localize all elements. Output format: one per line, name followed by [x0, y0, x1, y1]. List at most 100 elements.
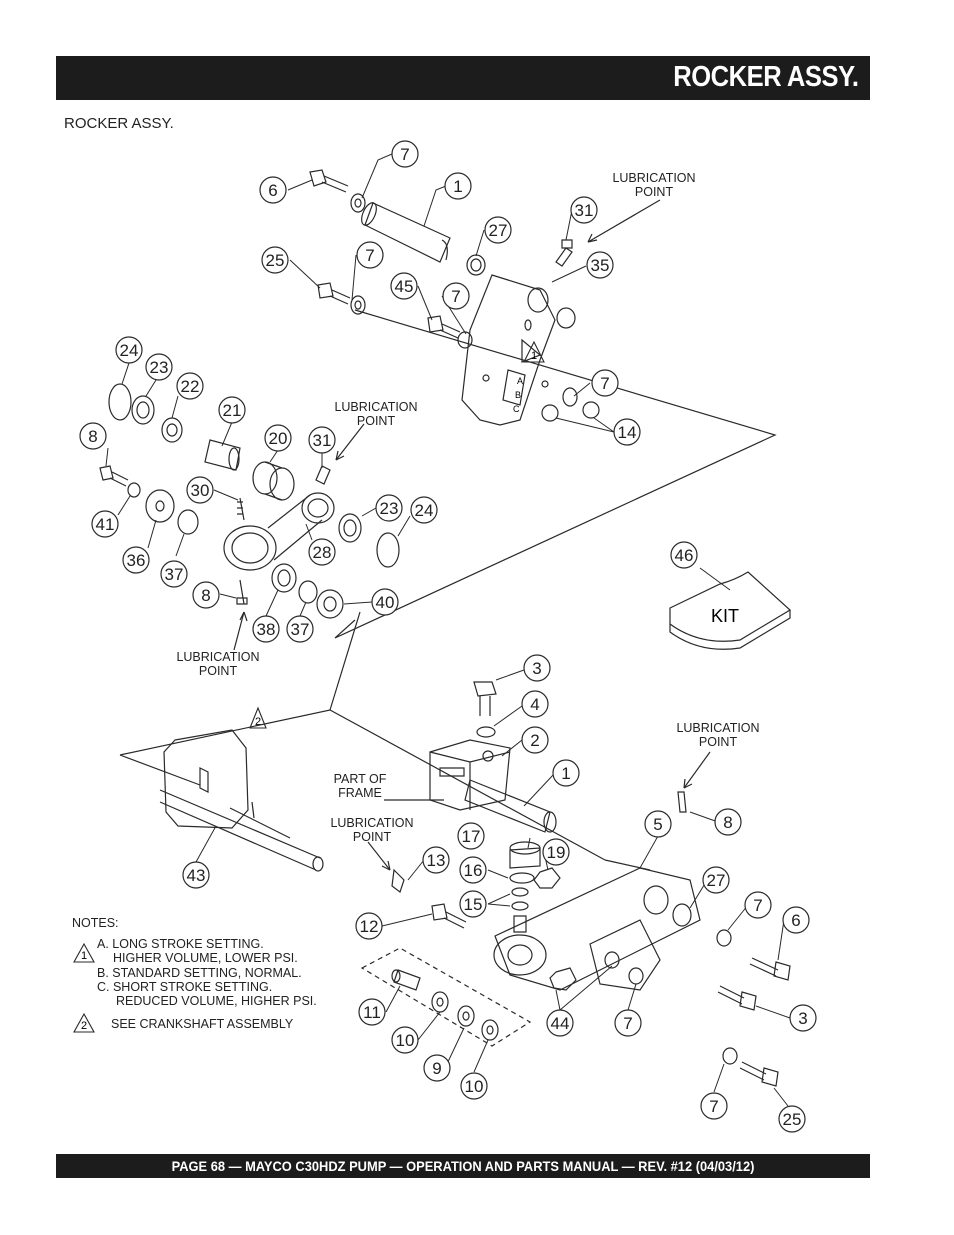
callout-number: 20: [269, 429, 288, 448]
washer-7d: [716, 929, 732, 947]
kit-46: [669, 571, 792, 650]
slot-letter-b: B: [515, 390, 521, 400]
callout-circle: [552, 759, 580, 787]
arrow-head: [683, 778, 693, 789]
callout-circle: [591, 369, 619, 397]
callout-circle: [644, 810, 672, 838]
kit-label: KIT: [711, 606, 739, 626]
callout-circle: [459, 856, 487, 884]
callout-7: 7: [700, 1092, 728, 1120]
fitting-30: [237, 497, 245, 521]
callout-number: 24: [120, 341, 139, 360]
callout-circle: [259, 176, 287, 204]
callout-number: 45: [395, 277, 414, 296]
callout-circle: [286, 615, 314, 643]
callout-number: 1: [453, 177, 462, 196]
callout-circle: [91, 510, 119, 538]
callout-circle: [355, 912, 383, 940]
callout-22: 22: [176, 372, 204, 400]
arrow-head: [239, 611, 248, 622]
callout-12: 12: [355, 912, 383, 940]
callout-circle: [521, 690, 549, 718]
fitting-13: [391, 868, 405, 893]
callout-number: 31: [313, 431, 332, 450]
callout-circle: [261, 246, 289, 274]
callout-number: 9: [432, 1059, 441, 1078]
arrow-head: [587, 233, 598, 243]
fitting-8b: [236, 579, 248, 605]
callout-21: 21: [218, 396, 246, 424]
callout-16: 16: [459, 856, 487, 884]
bushing-20: [252, 461, 295, 501]
callout-number: 40: [376, 593, 395, 612]
note-line-c2: REDUCED VOLUME, HIGHER PSI.: [116, 994, 317, 1008]
callout-43: 43: [182, 861, 210, 889]
callout-number: 37: [291, 620, 310, 639]
lubrication-label-4a: LUBRICATION: [676, 721, 759, 735]
callout-number: 23: [380, 499, 399, 518]
bolt-6: [309, 169, 349, 193]
guide-line: [119, 709, 606, 861]
callout-circle: [264, 424, 292, 452]
callout-number: 7: [623, 1014, 632, 1033]
callout-circle: [484, 216, 512, 244]
lubrication-label-4b: POINT: [699, 735, 738, 749]
callout-4: 4: [521, 690, 549, 718]
grease-fitting-31: [555, 239, 573, 267]
spacer-post: [513, 915, 527, 933]
callout-13: 13: [422, 846, 450, 874]
footer-bar: PAGE 68 — MAYCO C30HDZ PUMP — OPERATION …: [56, 1154, 870, 1178]
washer-16: [509, 872, 535, 884]
washer-10: [431, 991, 449, 1013]
bolt-12: [431, 903, 467, 929]
callout-30: 30: [186, 476, 214, 504]
callout-circle: [308, 426, 336, 454]
part-of-frame-label-a: PART OF: [334, 772, 387, 786]
callout-circle: [789, 1004, 817, 1032]
cap-40: [316, 589, 344, 619]
callout-37: 37: [160, 560, 188, 588]
callout-circle: [122, 546, 150, 574]
callout-number: 6: [268, 181, 277, 200]
triangle-marker-2: 2: [255, 716, 261, 728]
callout-number: 1: [561, 764, 570, 783]
guide-line: [119, 754, 201, 786]
callout-number: 25: [783, 1110, 802, 1129]
callout-5: 5: [644, 810, 672, 838]
washer-9: [457, 1005, 475, 1027]
lubrication-label-2a: LUBRICATION: [334, 400, 417, 414]
oring-37b: [298, 580, 318, 604]
callout-circle: [570, 196, 598, 224]
callout-7: 7: [744, 891, 772, 919]
callout-8: 8: [79, 422, 107, 450]
callout-number: 30: [191, 481, 210, 500]
callout-number: 25: [266, 251, 285, 270]
callout-number: 3: [798, 1009, 807, 1028]
note-2-triangle-legend: [73, 1012, 95, 1033]
callout-3: 3: [523, 654, 551, 682]
callout-38: 38: [252, 615, 280, 643]
callout-number: 15: [464, 895, 483, 914]
callout-number: 8: [201, 586, 210, 605]
note-line-2: SEE CRANKSHAFT ASSEMBLY: [111, 1017, 294, 1031]
lubrication-arrow: [367, 841, 391, 871]
washer-7e: [722, 1047, 738, 1065]
callout-number: 43: [187, 866, 206, 885]
callout-23: 23: [375, 494, 403, 522]
bolt-3-top: [473, 681, 497, 716]
seal-24b: [376, 532, 400, 568]
callout-number: 41: [96, 515, 115, 534]
note-2-triangle-marker: [249, 706, 267, 729]
callout-number: 5: [653, 815, 662, 834]
note-line-a2: HIGHER VOLUME, LOWER PSI.: [113, 951, 298, 965]
callout-number: 35: [591, 256, 610, 275]
guide-line: [334, 309, 777, 639]
callout-40: 40: [371, 588, 399, 616]
dashed-parts-group: [360, 947, 532, 1047]
callout-circle: [115, 336, 143, 364]
guide-line: [329, 611, 361, 711]
nut-44: [549, 967, 577, 991]
callout-number: 37: [165, 565, 184, 584]
bearing-23b: [338, 513, 362, 543]
